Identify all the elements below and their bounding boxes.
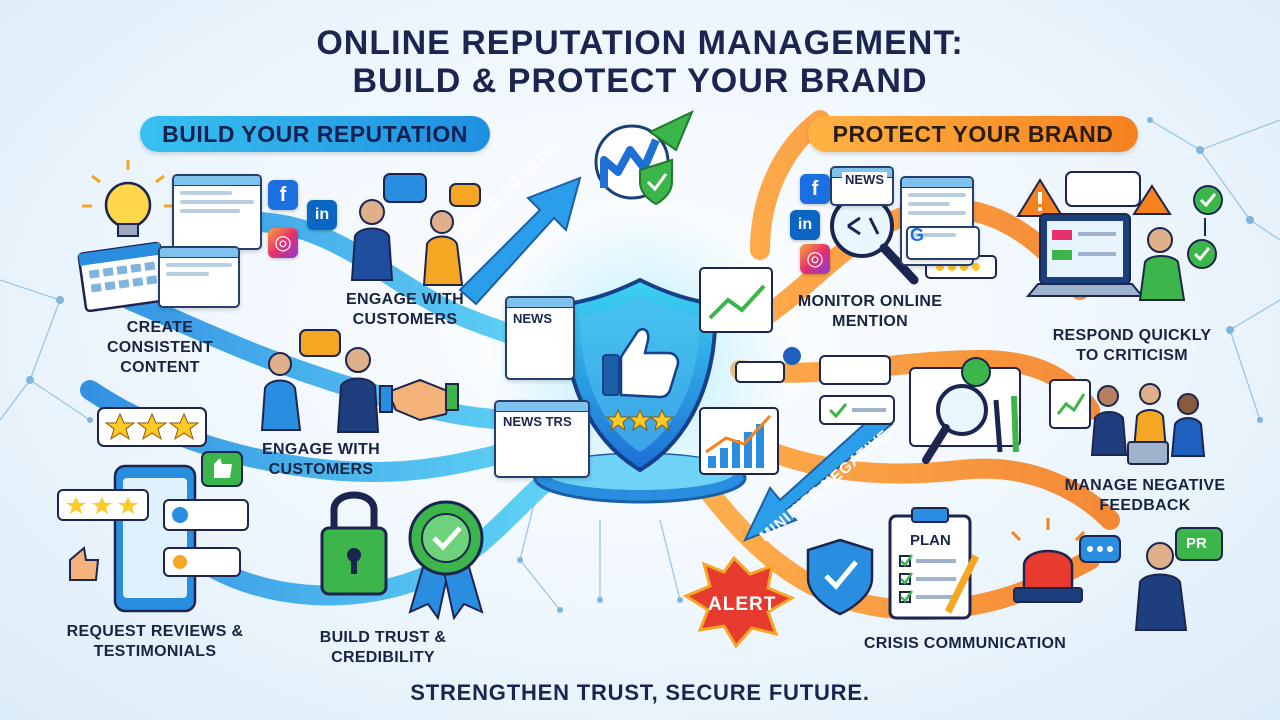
review-window-2 (906, 226, 980, 260)
people-engage-top (350, 199, 464, 286)
footer-tagline: STRENGTHEN TRUST, SECURE FUTURE. (410, 680, 870, 705)
alert-label: ALERT (708, 594, 777, 615)
shield-thumbs-up-icon (562, 277, 718, 473)
news-window-2 (494, 400, 590, 478)
check-circles-icon (1187, 185, 1223, 269)
calendar-icon (77, 241, 169, 313)
step-engage-mid: ENGAGE WITH CUSTOMERS (262, 441, 380, 478)
growth-chart-icon (699, 267, 779, 475)
step-manage-feedback: MANAGE NEGATIVE FEEDBACK (1064, 477, 1226, 514)
page-title-line-2: BUILD & PROTECT YOUR BRAND (352, 62, 928, 100)
people-engage-mid (260, 347, 380, 433)
step-crisis: CRISIS COMMUNICATION (863, 635, 1067, 652)
step-respond: RESPOND QUICKLY TO CRITICISM (1052, 327, 1212, 364)
step-request-reviews: REQUEST REVIEWS & TESTIMONIALS (66, 623, 244, 660)
step-build-trust: BUILD TRUST & CREDIBILITY (319, 629, 447, 666)
build-section-pill: BUILD YOUR REPUTATION (140, 116, 490, 152)
instagram-icon: ◎ (268, 228, 298, 258)
alert-burst-icon (682, 555, 796, 649)
spokesperson-icon (1079, 527, 1223, 631)
linkedin-icon-right: in (790, 210, 820, 240)
growth-logo-icon (594, 109, 694, 206)
network-nodes (26, 117, 1263, 613)
instagram-icon-right: ◎ (800, 244, 830, 274)
step-monitor: MONITOR ONLINE MENTION (797, 293, 943, 330)
check-shield-icon (806, 538, 874, 616)
minimize-negative-arrow (742, 408, 894, 542)
build-positive-arrow (458, 176, 582, 306)
handshake-icon (379, 378, 459, 422)
news-window-1 (505, 296, 575, 380)
siren-icon (1010, 518, 1086, 603)
phone-icon (57, 464, 249, 613)
laptop-icon (1025, 213, 1186, 301)
facebook-icon-right: f (800, 174, 830, 204)
step-create-content: CREATE CONSISTENT CONTENT (106, 319, 214, 376)
plan-label: PLAN (910, 532, 951, 549)
protect-section-pill: PROTECT YOUR BRAND (808, 116, 1138, 152)
message-bubbles-right (735, 171, 1141, 425)
facebook-icon: f (268, 180, 298, 210)
google-icon: G (910, 225, 925, 245)
lightbulb-icon (82, 160, 174, 237)
clipboard-plan-icon (888, 507, 980, 620)
padlock-icon (320, 491, 388, 596)
linkedin-icon: in (307, 200, 337, 230)
content-window-2 (158, 246, 240, 308)
pr-label: PR (1186, 535, 1207, 552)
page-title-line-1: ONLINE REPUTATION MANAGEMENT: (316, 24, 964, 62)
step-engage-top: ENGAGE WITH CUSTOMERS (346, 291, 464, 328)
team-icon (1049, 379, 1206, 465)
news-label-3: NEWS (842, 172, 887, 187)
news-label-1: NEWS (510, 311, 555, 326)
chat-bubbles-left (299, 173, 481, 357)
analysis-magnifier-icon (909, 357, 1021, 464)
like-bubble-icon (201, 451, 243, 487)
content-window-1 (172, 174, 262, 250)
award-ribbon-icon (408, 500, 484, 621)
news-label-2: NEWS TRS (500, 414, 575, 429)
review-stars-top (97, 407, 207, 447)
